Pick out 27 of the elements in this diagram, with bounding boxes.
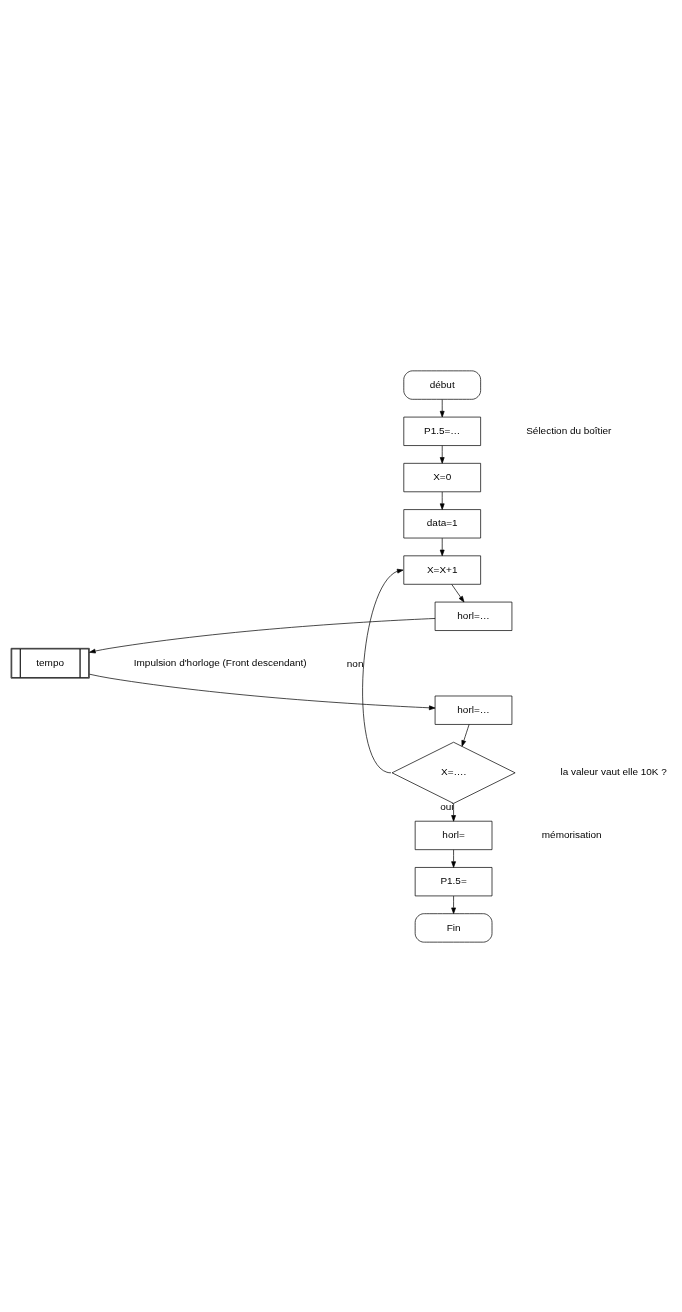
label: Sélection du boîtier [526, 424, 612, 436]
arrow [439, 537, 445, 556]
node-box: horl=… [434, 601, 513, 631]
node-box: X=X+1 [403, 554, 481, 585]
arrow [461, 723, 470, 747]
label: la valeur vaut elle 10K ? [560, 765, 667, 777]
arrow [439, 444, 445, 464]
arrow [451, 583, 465, 602]
node-box: P1.5= [414, 866, 493, 896]
node-box: horl=… [434, 695, 513, 725]
arrow [439, 491, 445, 510]
node-box: début [403, 370, 481, 400]
arrow [451, 802, 456, 822]
node-box: horl= [414, 820, 493, 850]
node-box: P1.5=… [403, 416, 481, 446]
edge-label: non [346, 657, 364, 669]
arrow [362, 568, 404, 773]
arrow [89, 617, 436, 653]
node-box: data=1 [403, 508, 481, 538]
arrow [439, 398, 445, 417]
label: mémorisation [541, 828, 602, 840]
arrow [451, 848, 456, 868]
label: Impulsion d'horloge (Front descendant) [133, 656, 307, 668]
node-box: X=0 [403, 462, 481, 492]
arrow [451, 895, 456, 914]
arrow [89, 673, 436, 710]
node-box: Fin [414, 912, 493, 942]
